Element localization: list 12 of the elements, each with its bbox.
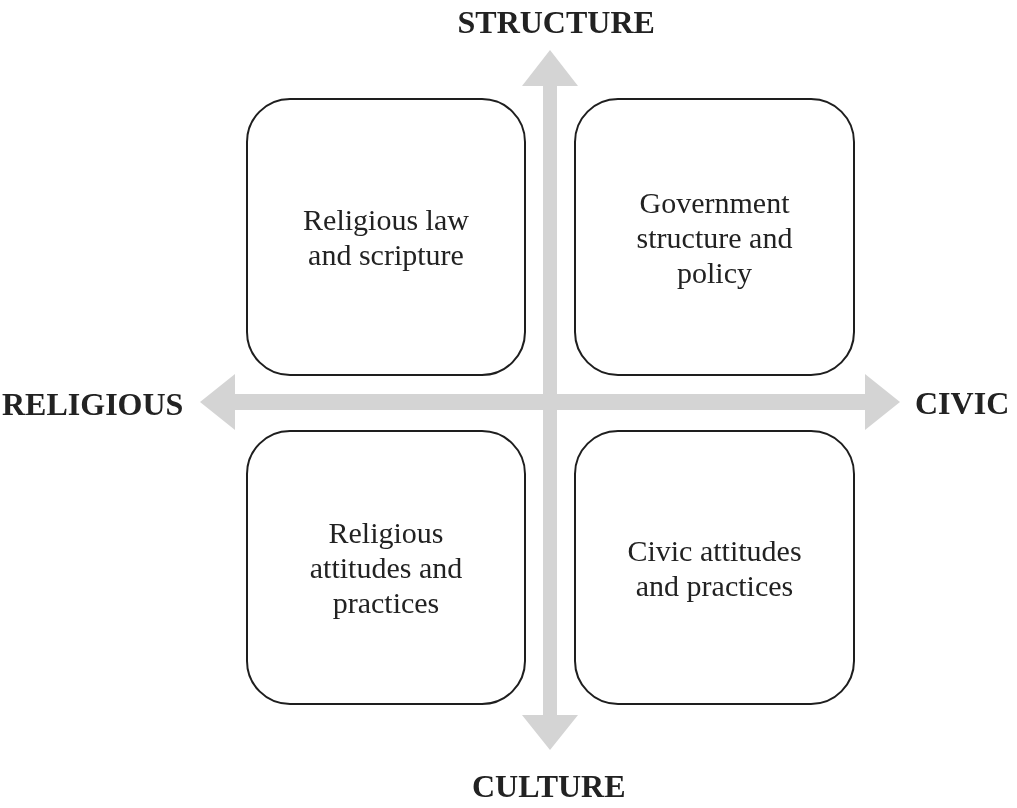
rounded-box [574,430,855,705]
box-text: Civic attitudes and practices [626,532,803,603]
box-text: Religious law and scripture [302,202,470,272]
box-text: Religious attitudes and practices [308,515,464,620]
rounded-box [246,98,526,376]
axis-label: CIVIC [915,385,1010,421]
rounded-box [246,430,526,705]
rounded-box [574,98,855,376]
axis-label: STRUCTURE [457,4,655,40]
box-text: Government structure and policy [635,184,794,290]
axis-label: CULTURE [472,768,626,804]
axis-label: RELIGIOUS [2,386,184,422]
